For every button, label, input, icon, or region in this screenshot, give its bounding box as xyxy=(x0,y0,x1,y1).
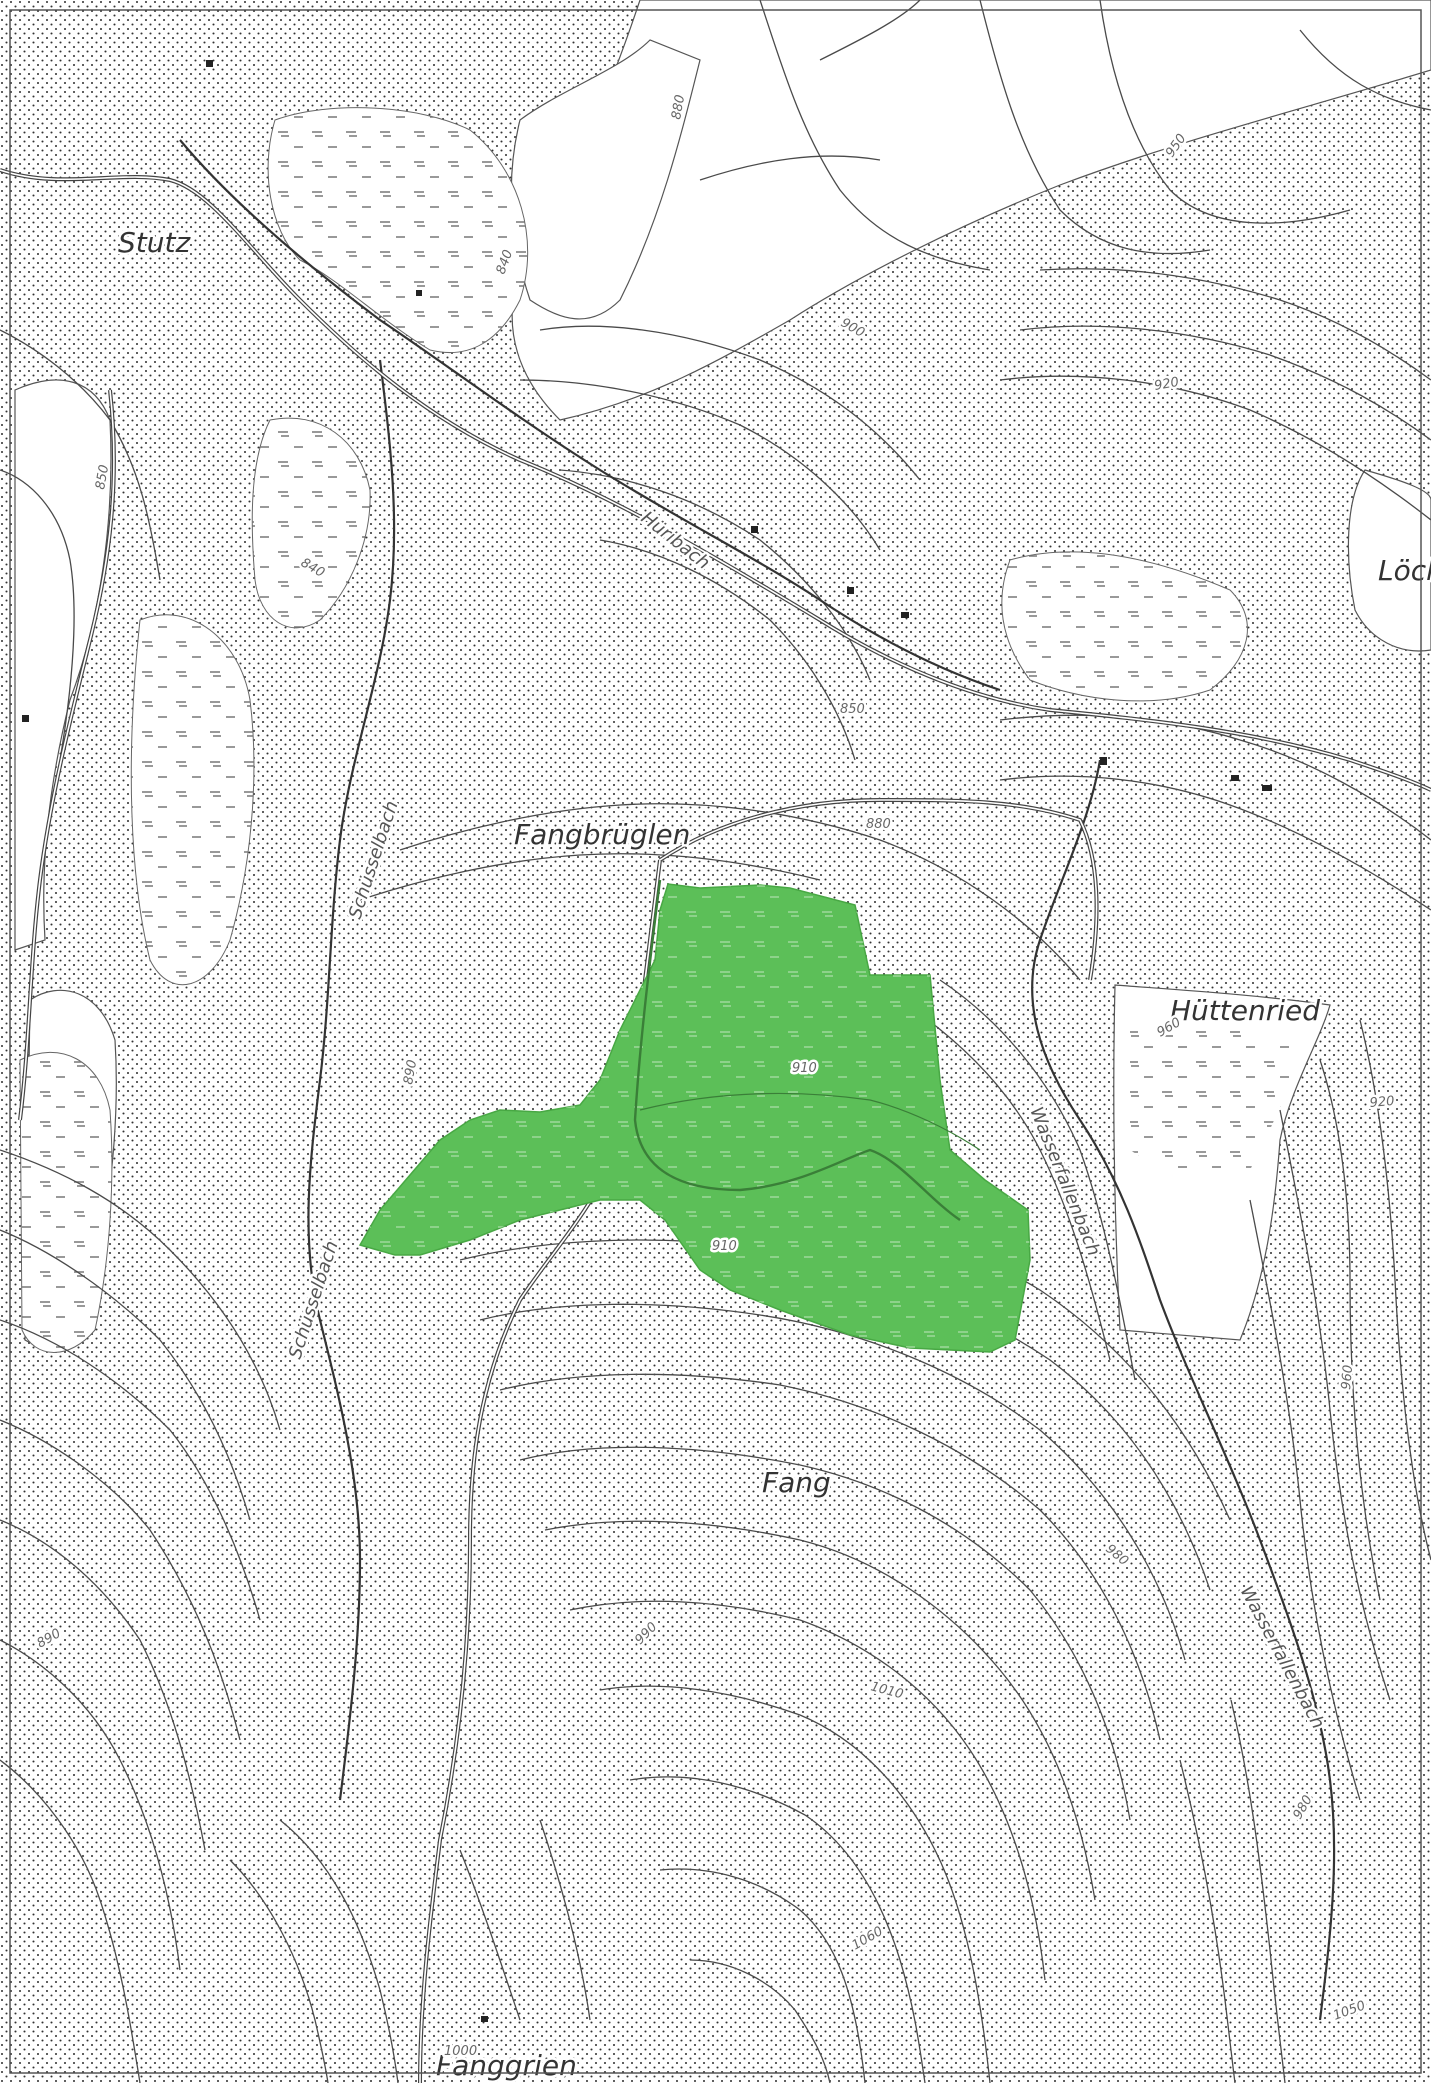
place-label-fanggrien: Fanggrien xyxy=(436,2049,577,2082)
building xyxy=(751,526,758,533)
place-labels: Stutz Fangbrüglen Hüttenried Fang Fanggr… xyxy=(116,224,1431,2083)
building xyxy=(1262,785,1272,791)
building xyxy=(206,60,213,67)
elevation-label: 960 xyxy=(1339,1364,1356,1390)
highlight-area-symbols xyxy=(360,884,1030,1352)
building xyxy=(481,2016,488,2022)
building xyxy=(22,715,29,722)
meadow-east-valley-symbols xyxy=(1001,551,1248,701)
buildings xyxy=(22,60,1272,2022)
elevation-label: 1000 xyxy=(444,2044,477,2059)
building xyxy=(416,290,422,296)
highlight-area[interactable] xyxy=(358,879,1031,1353)
meadow-far-west-symbols xyxy=(131,614,254,985)
road-main-valley-inner xyxy=(0,169,1431,791)
elevation-label: 910 xyxy=(712,1239,737,1254)
meadow-stutz-symbols xyxy=(268,107,528,353)
road-upper-loop-inner xyxy=(659,799,1098,981)
building xyxy=(901,612,909,618)
stream-schuesselbach xyxy=(307,359,396,1801)
place-label-fangbrueglen: Fangbrüglen xyxy=(514,818,690,851)
place-label-huettenried: Hüttenried xyxy=(1170,994,1320,1027)
place-label-fang: Fang xyxy=(762,1466,831,1499)
meadow-middle-west-symbols xyxy=(252,418,371,628)
clearing-loech xyxy=(1347,469,1431,652)
highlight-area-road xyxy=(633,879,961,1221)
streams xyxy=(179,139,1336,2021)
meadow-huettenried xyxy=(1130,1019,1300,1174)
stream-wasserfallenbach xyxy=(1031,759,1336,2021)
stream-hueribach xyxy=(179,139,1001,692)
place-label-loech: Löcl xyxy=(1378,554,1431,587)
building xyxy=(1231,775,1239,781)
building xyxy=(1100,757,1107,765)
elevation-label: 880 xyxy=(866,817,891,832)
map-frame xyxy=(9,9,1422,2074)
building xyxy=(847,587,854,594)
road-west-inner xyxy=(19,389,115,1121)
highlight-area-contour xyxy=(639,1092,981,1151)
meadow-west-edge-symbols xyxy=(20,1052,112,1353)
elevation-label: 850 xyxy=(840,702,865,717)
place-label-stutz: Stutz xyxy=(118,226,191,259)
elevation-label: 920 xyxy=(1369,1094,1395,1111)
elevation-label: 910 xyxy=(792,1061,817,1076)
